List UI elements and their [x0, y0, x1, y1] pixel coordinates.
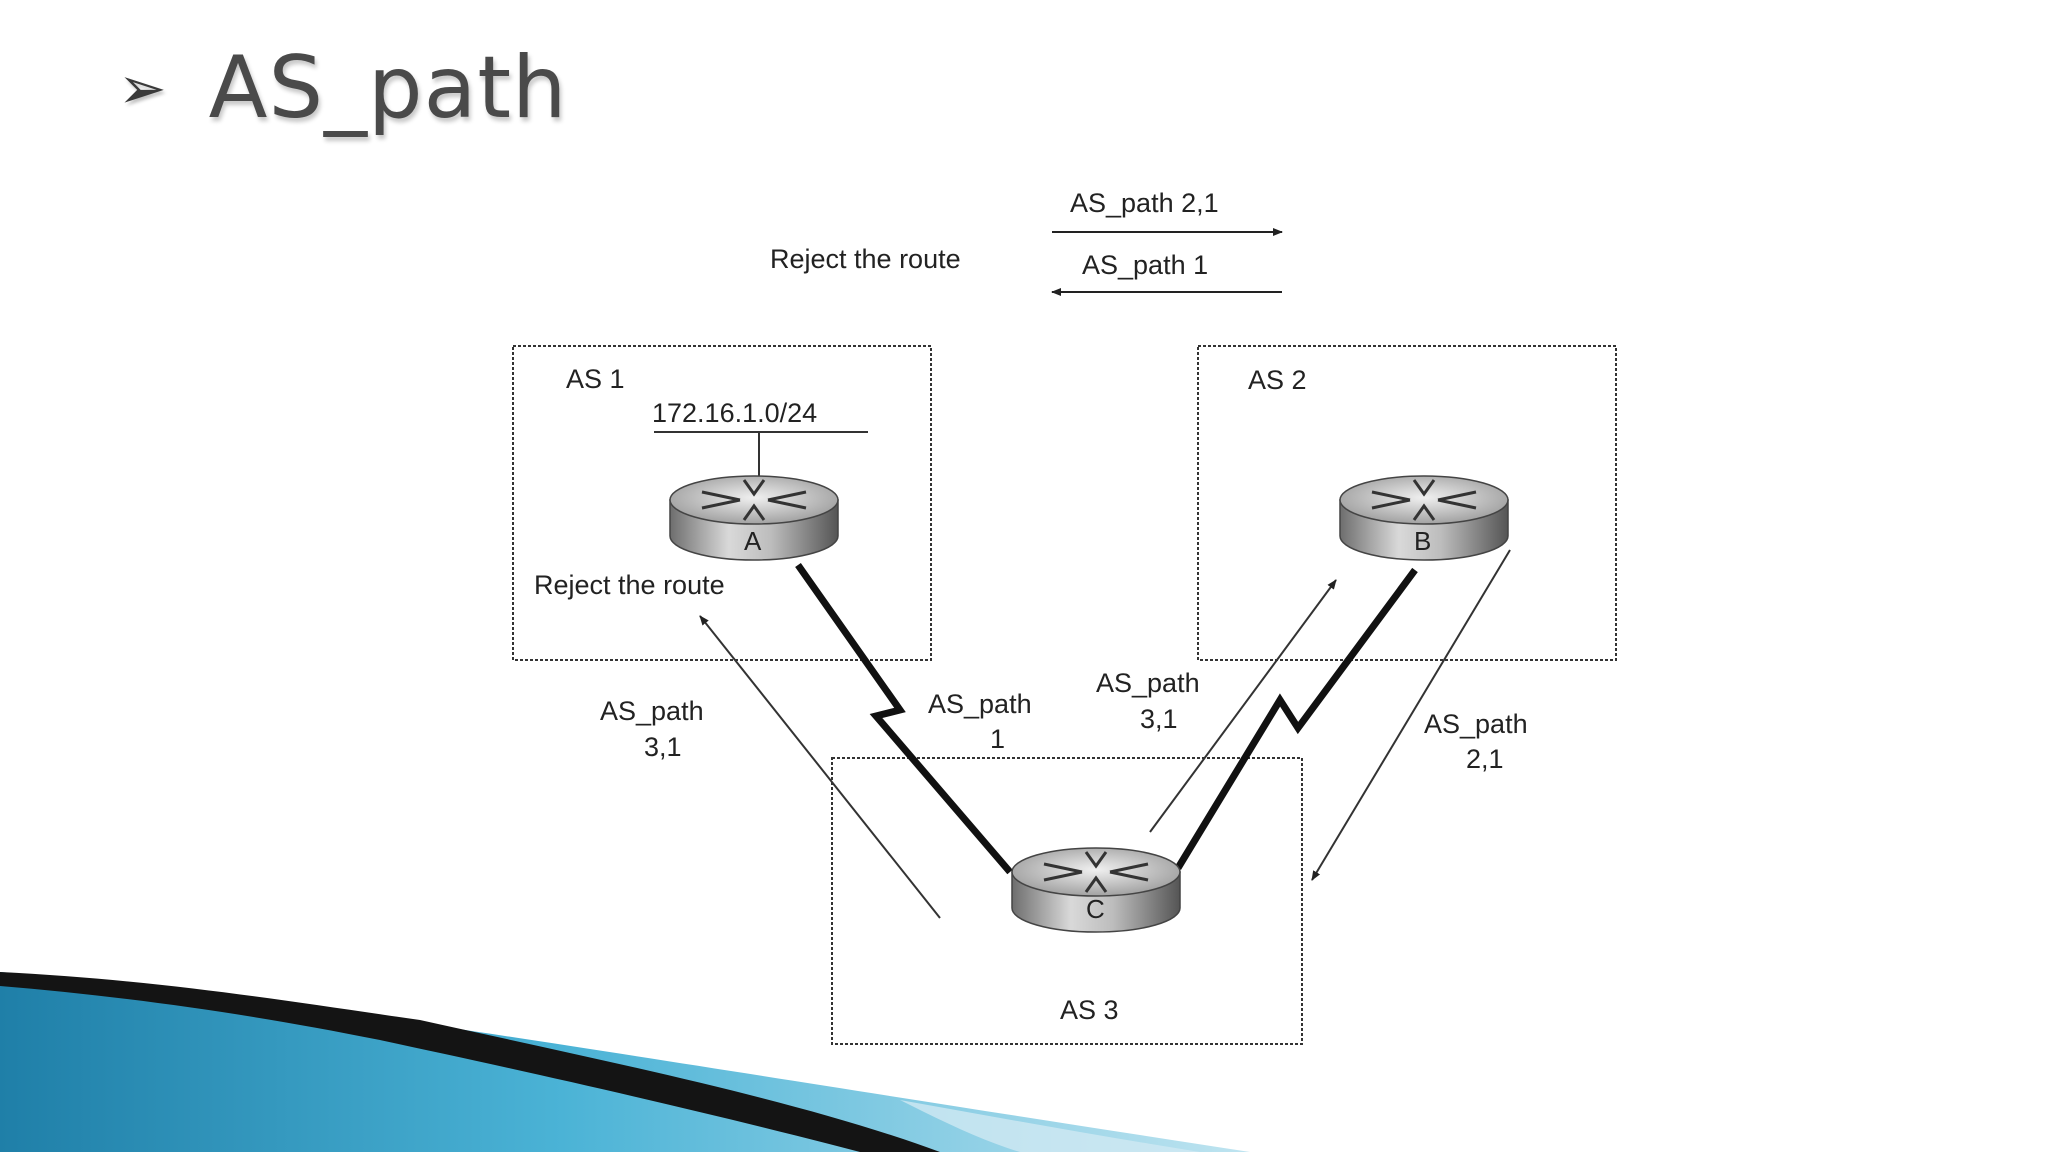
as1-label: AS 1	[566, 364, 625, 394]
b-to-c-path-line1: AS_path	[1424, 709, 1528, 739]
router-c: C	[1010, 846, 1182, 934]
as2-label: AS 2	[1248, 365, 1307, 395]
a-to-c-path-line1: AS_path	[928, 689, 1032, 719]
serial-link-a-c	[795, 562, 1013, 875]
as1-box: AS 1 172.16.1.0/24	[512, 345, 932, 661]
as3-label: AS 3	[1060, 995, 1119, 1025]
as1-network-label: 172.16.1.0/24	[652, 398, 817, 428]
legend-reject-label: Reject the route	[770, 244, 961, 274]
c-to-b-path-line1: AS_path	[1096, 668, 1200, 698]
legend-back-label: AS_path 1	[1082, 250, 1208, 280]
legend-forward-label: AS_path 2,1	[1070, 188, 1219, 218]
c-to-b-path-line2: 3,1	[1140, 704, 1178, 734]
router-b: B	[1338, 474, 1510, 562]
b-to-c-path-line2: 2,1	[1466, 744, 1504, 774]
router-a-label: A	[744, 526, 762, 556]
slide-title: ➢ AS_path	[118, 38, 568, 138]
as3-box: AS 3	[831, 757, 1303, 1045]
as2-box: AS 2	[1197, 345, 1617, 661]
router-a: A	[668, 474, 840, 562]
router-b-label: B	[1414, 526, 1431, 556]
title-text: AS_path	[208, 38, 568, 138]
arrow-bullet-icon: ➢	[118, 54, 167, 122]
serial-link-c-b	[1175, 567, 1418, 870]
legend: AS_path 2,1 Reject the route AS_path 1	[770, 188, 1283, 296]
arrow-c-to-b	[1149, 579, 1337, 833]
c-to-a-path-line1: AS_path	[600, 696, 704, 726]
c-to-a-path-line2: 3,1	[644, 732, 682, 762]
reject-at-a-label: Reject the route	[534, 570, 725, 600]
router-c-label: C	[1086, 894, 1105, 924]
a-to-c-path-line2: 1	[990, 724, 1005, 754]
arrow-b-to-c	[1311, 549, 1511, 881]
arrow-c-to-a	[699, 615, 941, 919]
